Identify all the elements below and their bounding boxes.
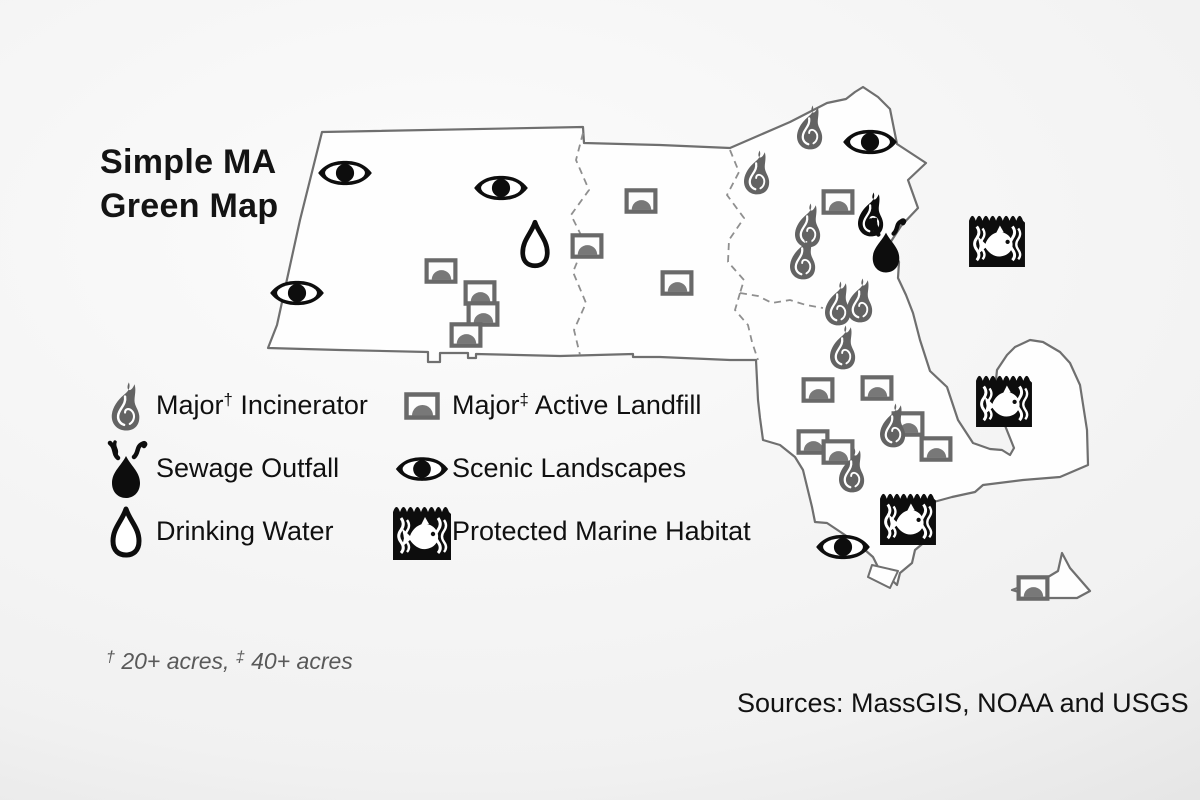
drinking-water-icon: [96, 506, 156, 558]
legend-label-incinerator: Major† Incinerator: [156, 390, 368, 420]
marker-landfill: [824, 441, 853, 462]
marker-landfill: [466, 282, 495, 303]
marker-landfill: [1019, 577, 1048, 598]
page-title: Simple MA Green Map: [100, 143, 279, 226]
legend: Major† Incinerator Major‡ Active Landfil…: [96, 374, 751, 563]
legend-label-scenic: Scenic Landscapes: [452, 453, 687, 483]
county-line: [739, 292, 824, 309]
marker-landfill: [469, 303, 498, 324]
marker-landfill: [573, 235, 602, 256]
state-outline: [266, 85, 1090, 587]
legend-row: Major† Incinerator Major‡ Active Landfil…: [96, 374, 751, 437]
island: [867, 564, 899, 589]
legend-label-sewage: Sewage Outfall: [156, 453, 340, 483]
marker-landfill: [804, 379, 833, 400]
marker-landfill: [663, 272, 692, 293]
marker-landfill: [922, 438, 951, 459]
landfill-icon: [392, 392, 452, 420]
sources-credit: Sources: MassGIS, NOAA and USGS: [737, 688, 1189, 718]
legend-row: Sewage Outfall Scenic Landscapes: [96, 437, 751, 500]
marker-marine: [975, 374, 1033, 427]
protected-marine-habitat-icon: [392, 504, 452, 560]
legend-row: Drinking Water Protected Marine Habitat: [96, 500, 751, 563]
sewage-outfall-icon: [96, 440, 156, 498]
marker-marine: [968, 214, 1026, 267]
legend-label-landfill: Major‡ Active Landfill: [452, 390, 702, 420]
legend-label-water: Drinking Water: [156, 516, 334, 546]
acreage-footnote: † 20+ acres, ‡ 40+ acres: [106, 648, 353, 674]
marker-landfill: [824, 191, 853, 212]
county-line: [733, 292, 759, 361]
county-line: [725, 149, 746, 294]
scenic-landscapes-icon: [392, 456, 452, 482]
marker-marine: [879, 492, 937, 545]
marker-landfill: [427, 260, 456, 281]
legend-label-marine: Protected Marine Habitat: [452, 516, 751, 546]
marker-landfill: [863, 377, 892, 398]
incinerator-icon: [96, 381, 156, 431]
marker-landfill: [452, 324, 481, 345]
marker-landfill: [627, 190, 656, 211]
